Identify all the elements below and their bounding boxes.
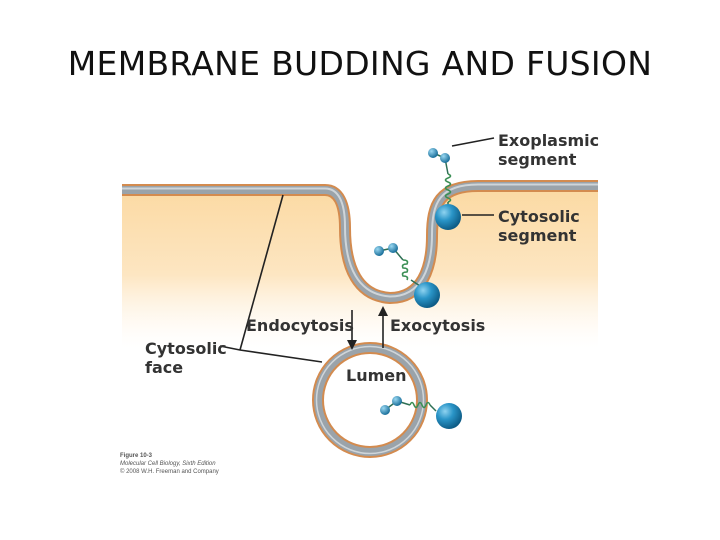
label-endocytosis: Endocytosis [246,316,354,335]
membrane-diagram [122,137,598,458]
label-lumen: Lumen [346,366,407,385]
label-cytosolic-face: Cytosolic face [145,339,227,377]
leader-lines [219,137,495,363]
cytosol-region [122,186,598,348]
membrane-protein-top [428,148,461,230]
label-exocytosis: Exocytosis [390,316,486,335]
exocytosis-arrow [378,306,388,348]
caption-copyright: © 2008 W.H. Freeman and Company [120,469,219,475]
label-exoplasmic-segment: Exoplasmic segment [498,131,600,169]
membrane-protein-vesicle [380,396,462,429]
slide-title: MEMBRANE BUDDING AND FUSION [67,44,653,83]
label-cytosolic-segment: Cytosolic segment [498,207,580,245]
endocytosis-arrow [347,310,357,350]
membrane-protein-bud [374,243,440,308]
figure-caption: Figure 10-3 Molecular Cell Biology, Sixt… [120,452,219,476]
caption-figure-number: Figure 10-3 [120,453,153,459]
caption-book: Molecular Cell Biology, Sixth Edition [120,461,216,467]
